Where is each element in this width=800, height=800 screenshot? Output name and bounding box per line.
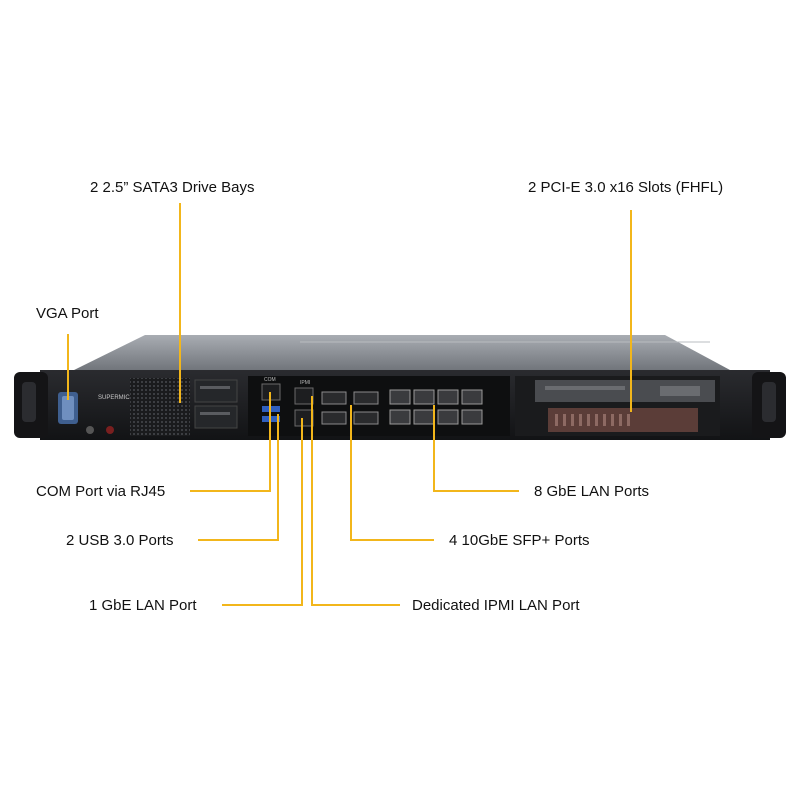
drive-bay-vent — [130, 378, 190, 436]
leader-gbe-h — [222, 604, 303, 606]
vga-connector — [58, 392, 78, 424]
leader-usb-h — [198, 539, 279, 541]
leader-com-h — [190, 490, 271, 492]
leader-ipmi-h — [311, 604, 400, 606]
label-gbe-lan: 1 GbE LAN Port — [89, 597, 197, 614]
ipmi-mark: IPMI — [300, 380, 310, 386]
label-com-port: COM Port via RJ45 — [36, 483, 166, 500]
label-usb-ports: 2 USB 3.0 Ports — [66, 532, 174, 549]
label-pcie-slots: 2 PCI-E 3.0 x16 Slots (FHFL) — [528, 179, 724, 196]
com-mark: COM — [264, 377, 276, 383]
pcie-slots — [535, 380, 715, 432]
sfp-ports — [321, 391, 379, 425]
left-rack-ear — [14, 372, 48, 438]
leader-drive-bays — [179, 203, 181, 403]
leader-pcie-slots — [630, 210, 632, 412]
usb-ports — [262, 406, 280, 422]
gbe-lan-port — [294, 409, 314, 427]
leader-sfp-v — [350, 405, 352, 541]
power-button — [86, 426, 94, 434]
leader-gbe-v — [301, 418, 303, 606]
ipmi-lan-port — [294, 387, 314, 405]
leader-com-v — [269, 392, 271, 492]
leader-lan8-v — [433, 405, 435, 492]
reset-button — [106, 426, 114, 434]
label-vga-port: VGA Port — [36, 305, 99, 322]
leader-usb-v — [277, 414, 279, 541]
brand-logo-art: SUPERMICRO — [98, 395, 139, 401]
drive-bays — [194, 379, 238, 429]
label-lan-8: 8 GbE LAN Ports — [534, 483, 650, 500]
leader-sfp-h — [350, 539, 434, 541]
leader-vga-port — [67, 334, 69, 400]
com-port — [261, 383, 281, 401]
label-sfp-ports: 4 10GbE SFP+ Ports — [449, 532, 590, 549]
label-ipmi-port: Dedicated IPMI LAN Port — [412, 597, 580, 614]
label-drive-bays: 2 2.5” SATA3 Drive Bays — [90, 179, 255, 196]
chassis-top — [70, 335, 730, 372]
leader-lan8-h — [433, 490, 519, 492]
leader-ipmi-v — [311, 396, 313, 606]
right-rack-ear — [752, 372, 786, 438]
gbe-lan-ports-8 — [389, 389, 483, 425]
